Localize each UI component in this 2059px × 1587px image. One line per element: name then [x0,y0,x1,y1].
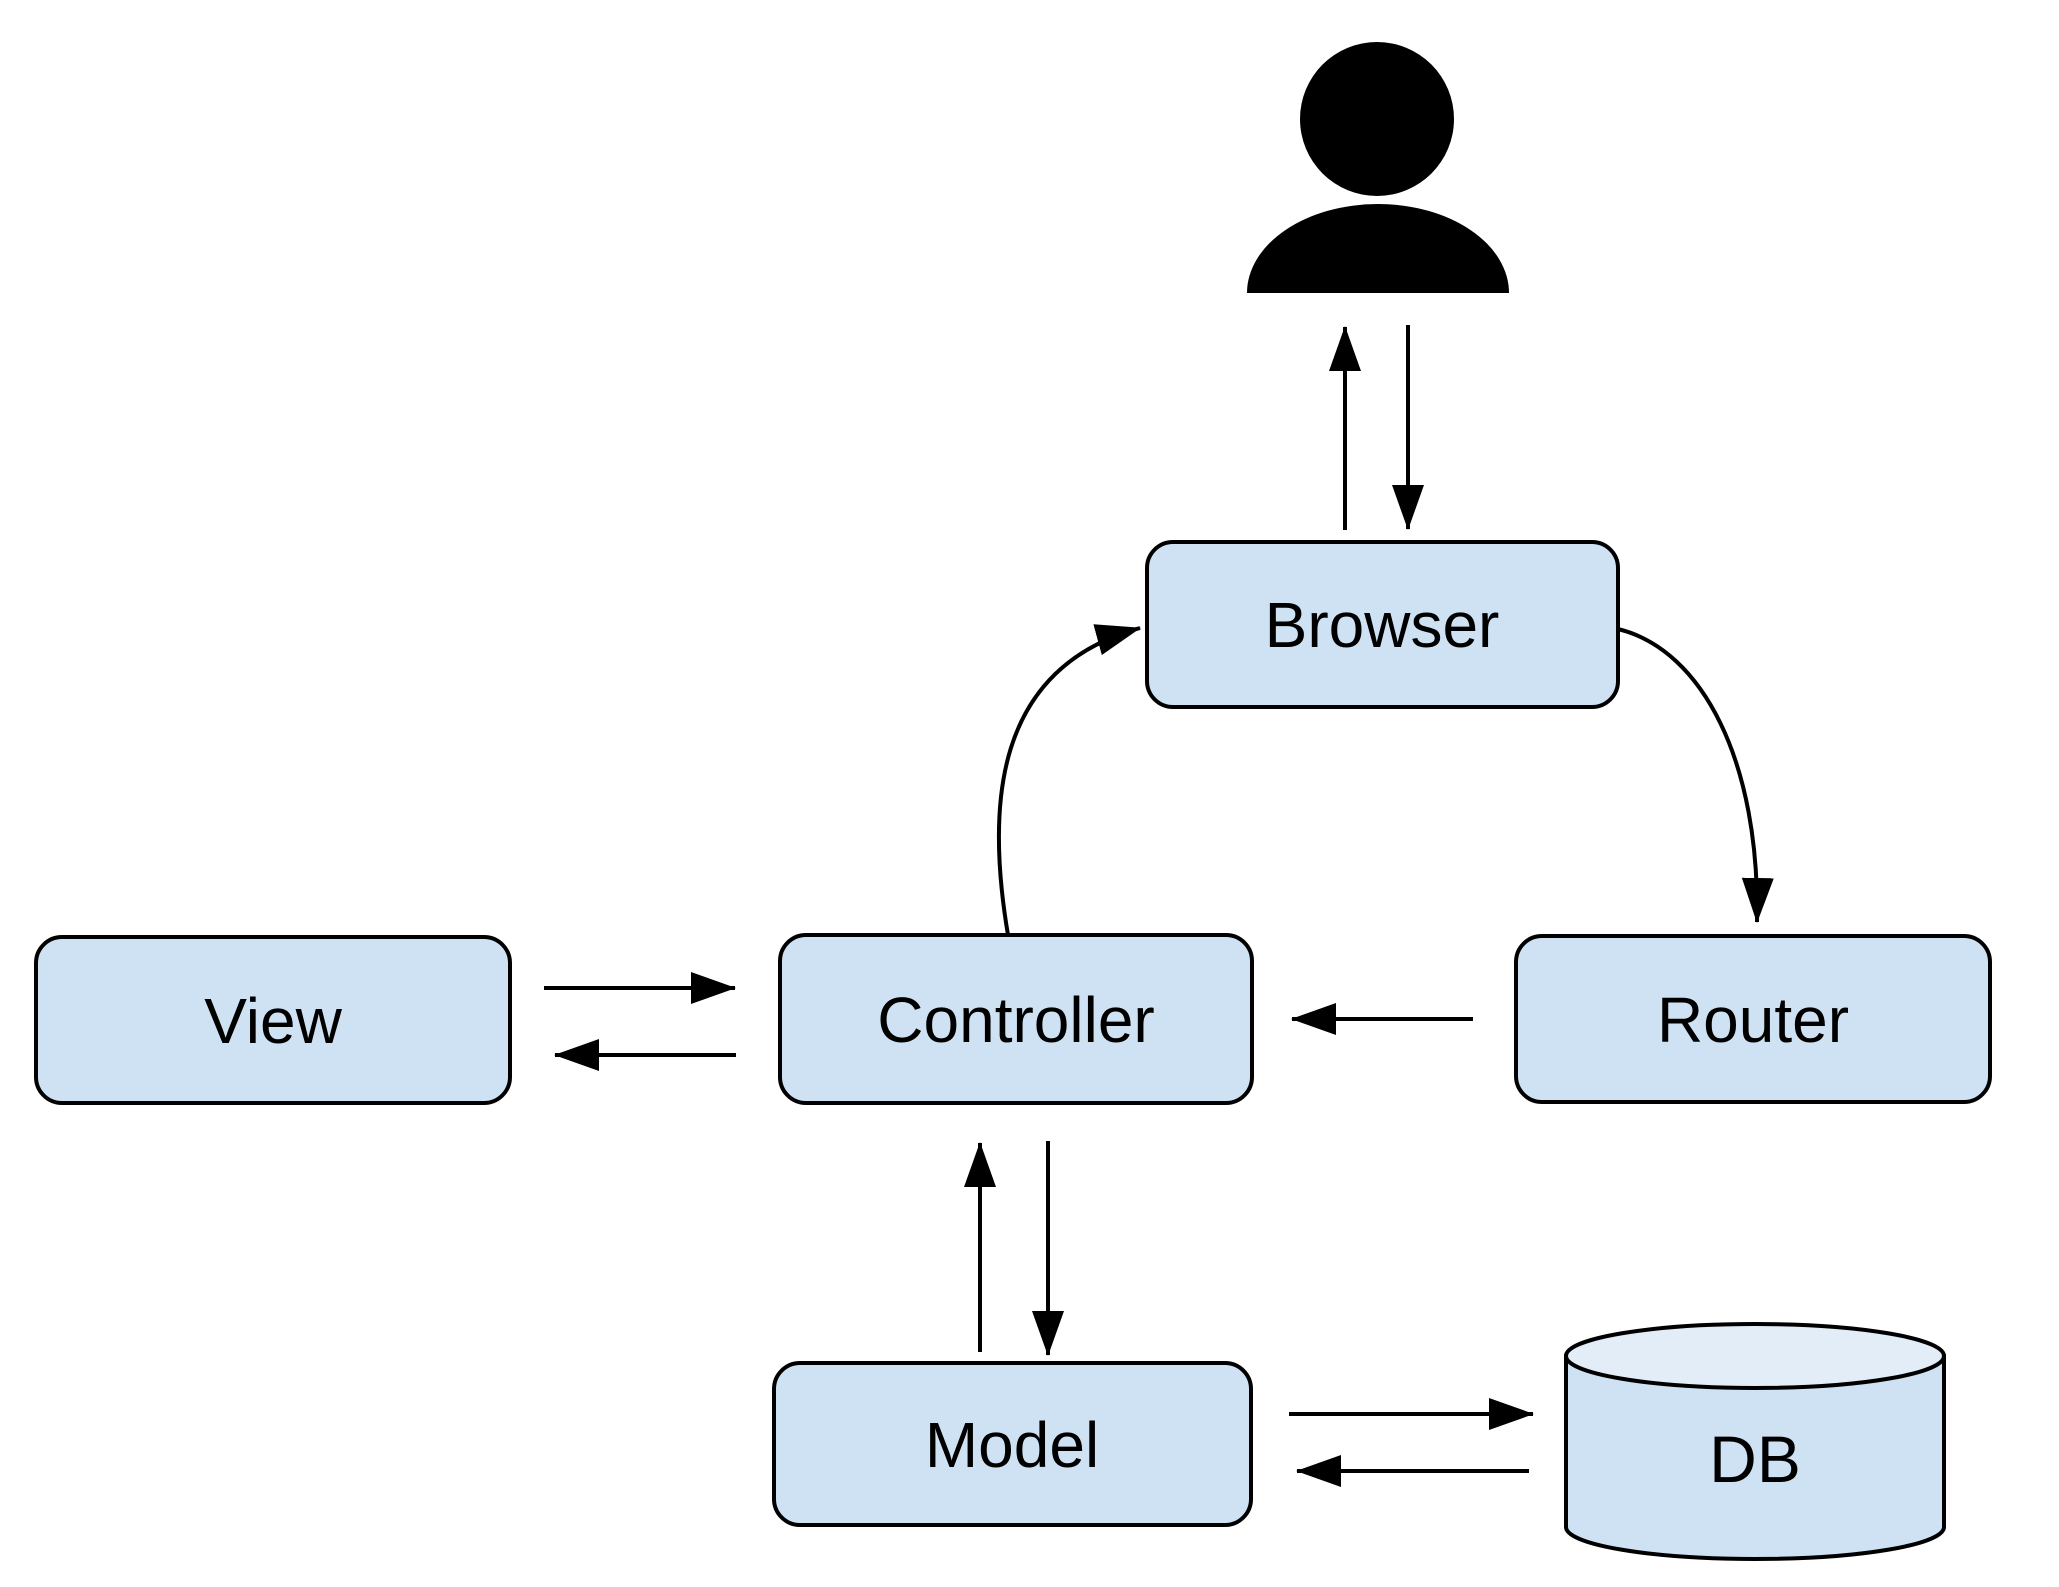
view-label: View [204,985,342,1057]
user-person-icon [1247,42,1509,293]
edge-browser-to-router-curve [1617,627,1774,923]
db-cylinder-body [1564,1354,1946,1561]
model-label: Model [925,1409,1099,1481]
edge-controller-to-browser-curve [996,624,1141,936]
model-box [772,1361,1253,1527]
node-controller: Controller [778,933,1254,1105]
controller-box [778,933,1254,1105]
node-router: Router [1514,934,1992,1104]
browser-box [1145,540,1620,709]
db-label: DB [1709,1422,1801,1496]
router-label: Router [1657,984,1849,1056]
node-browser: Browser [1145,540,1620,709]
router-box [1514,934,1992,1104]
browser-label: Browser [1265,589,1500,661]
controller-label: Controller [877,984,1154,1056]
node-view: View [34,935,512,1105]
person-shoulders [1247,204,1509,293]
view-box [34,935,512,1105]
person-head [1300,42,1454,196]
node-db: DB [1564,1322,1946,1561]
node-model: Model [772,1361,1253,1527]
db-cylinder-top [1564,1322,1946,1390]
